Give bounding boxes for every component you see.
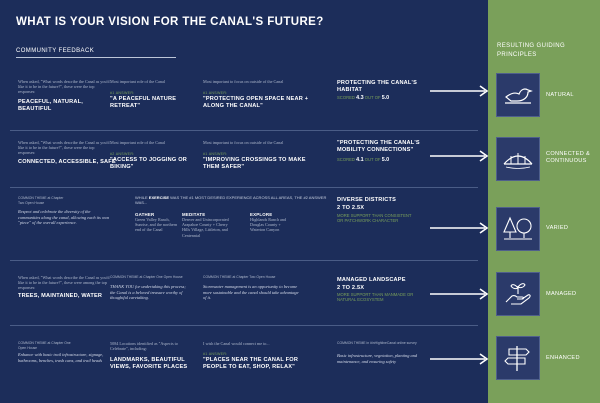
row-divider [10,260,478,261]
question-text: Most important role of the Canal [110,140,166,145]
survey-heading: DIVERSE DISTRICTS [337,197,397,203]
hand-plant-icon [505,283,531,305]
common-theme-label: COMMON THEME in #inHighlineCanal online … [337,341,417,345]
common-theme-label: COMMON THEME at Chapter One Open House [18,341,71,350]
survey-heading: MANAGED LANDSCAPE [337,277,406,283]
signpost-icon [504,346,530,371]
bird-icon [505,88,533,104]
survey-heading: "PROTECTING THE CANAL'S MOBILITY CONNECT… [337,140,420,153]
community-feedback-heading: COMMUNITY FEEDBACK [16,48,95,54]
answer-label: #1 ANSWER: [203,91,228,95]
column-text: Green Valley Ranch, Sunrise, and the nor… [135,217,178,233]
question-text: I wish the Canal would connect me to... [203,341,270,346]
survey-multiplier: 2 TO 2.5X [337,205,365,211]
answer-label: #1 ANSWER: [110,91,135,95]
row-divider [10,130,478,131]
guiding-principles-heading: RESULTING GUIDING PRINCIPLES [497,43,566,58]
answer-text: "ACCESS TO JOGGING OR BIKING" [110,157,187,170]
arrow-right-icon [430,222,489,234]
answer-text: CONNECTED, ACCESSIBLE, SAFE [18,159,116,165]
survey-multiplier: 2 TO 2.5X [337,285,365,291]
theme-quote: Enhance with basic trail infrastructure,… [18,352,104,363]
common-theme-label: COMMON THEME at Chapter One Open House [110,275,183,279]
theme-quote: Respect and celebrate the diversity of t… [18,209,110,225]
column-heading: MEDITATE [182,212,206,217]
principle-icon-box [496,272,540,316]
answer-label: #1 ANSWER: [203,352,228,356]
arrow-right-icon [430,85,489,97]
theme-quote: THANK YOU for undertaking this process; … [110,284,186,300]
question-text: When asked, "What words describe the Can… [18,140,110,156]
column-text: Denver and Unincorporated Arapahoe Count… [182,217,229,238]
answer-text: "PROTECTING OPEN SPACE NEAR + ALONG THE … [203,96,309,109]
question-text: Most important role of the Canal [110,79,166,84]
answer-text: PEACEFUL, NATURAL, BEAUTIFUL [18,99,84,112]
common-theme-label: COMMON THEME at Chapter Two Open House [203,275,276,279]
arrow-right-icon [430,150,489,162]
principle-label: CONNECTED & CONTINUOUS [546,151,591,164]
column-heading: GATHER [135,212,155,217]
answer-text: "A PEACEFUL NATURE RETREAT" [110,96,177,109]
principles-panel [488,0,600,403]
trees-icon [503,216,532,240]
principle-label: NATURAL [546,92,574,98]
row-divider [10,325,478,326]
survey-note: MORE SUPPORT THAN CONSISTENT OR PATCHWOR… [337,213,412,224]
survey-note: MORE SUPPORT THAN MANMADE OR NATURAL ECO… [337,292,414,303]
theme-quote: Basic infrastructure, vegetation, planti… [337,353,418,364]
question-text: 5084 Locations identified as "Aspects to… [110,341,178,352]
principle-label: ENHANCED [546,355,580,361]
survey-score: SCORED 4.1 OUT OF 5.0 [337,157,390,163]
question-text: When asked, "What words describe the Can… [18,79,110,95]
survey-heading: PROTECTING THE CANAL'S HABITAT [337,80,418,93]
answer-label: #2 ANSWER: [110,152,135,156]
heading-underline [16,57,176,58]
page-title: WHAT IS YOUR VISION FOR THE CANAL'S FUTU… [16,16,324,28]
question-text: Most important to focus on outside of th… [203,79,284,84]
arrow-right-icon [430,288,489,300]
row-divider [10,187,478,188]
answer-label: #1 ANSWER: [203,152,228,156]
theme-quote: Stormwater management is an opportunity … [203,284,299,300]
column-heading: EXPLORE [250,212,273,217]
principle-label: VARIED [546,225,569,231]
answer-text: LANDMARKS, BEAUTIFUL VIEWS, FAVORITE PLA… [110,357,188,370]
walk-summary: WHILE EXERCISE WAS THE #1 MOST DESIRED E… [135,195,327,205]
question-text: Most important to focus on outside of th… [203,140,284,145]
principle-icon-box [496,137,540,181]
column-text: Highlands Ranch and Douglas County + Wat… [250,217,287,233]
arrow-right-icon [430,353,489,365]
answer-text: "PLACES NEAR THE CANAL FOR PEOPLE TO EAT… [203,357,299,370]
common-theme-label: COMMON THEME at Chapter Two Open House [18,196,64,205]
principle-label: MANAGED [546,291,577,297]
bridge-icon [503,153,533,169]
answer-text: TREES, MAINTAINED, WATER [18,293,103,299]
survey-score: SCORED 4.3 OUT OF 5.0 [337,95,390,101]
answer-text: "IMPROVING CROSSINGS TO MAKE THEM SAFER" [203,157,306,170]
principle-icon-box [496,73,540,117]
feedback-panel [0,0,488,403]
principle-icon-box [496,207,540,251]
question-text: When asked, "What words describe the Can… [18,275,110,291]
principle-icon-box [496,336,540,380]
